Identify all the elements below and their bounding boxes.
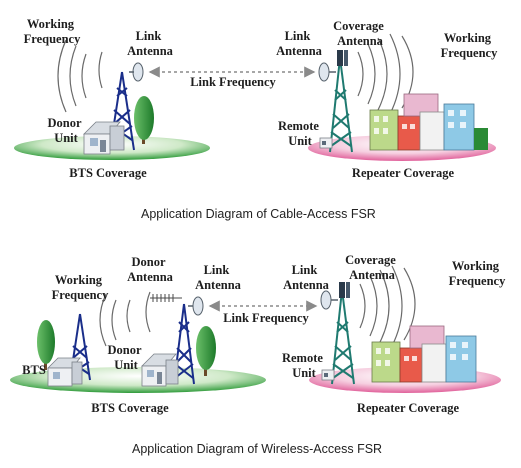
working-frequency-waves-right bbox=[359, 265, 416, 347]
label-bts-coverage: BTS Coverage bbox=[91, 401, 169, 415]
donor-unit-building bbox=[141, 353, 179, 387]
label-working-frequency-right: Working Frequency bbox=[449, 259, 506, 288]
coverage-antenna-panel bbox=[337, 50, 348, 66]
tree-left bbox=[134, 96, 154, 144]
link-antenna-dish-right bbox=[318, 62, 336, 82]
label-working-frequency-left: Working Frequency bbox=[52, 273, 109, 302]
label-repeater-coverage: Repeater Coverage bbox=[352, 166, 455, 180]
caption-wireless-access: Application Diagram of Wireless-Access F… bbox=[132, 442, 383, 456]
tree-left bbox=[37, 320, 55, 370]
wireless-access-diagram: Working Frequency Donor Antenna Link Ant… bbox=[10, 253, 506, 415]
remote-unit-box bbox=[321, 369, 335, 381]
label-link-frequency: Link Frequency bbox=[190, 75, 276, 89]
label-working-frequency-left: Working Frequency bbox=[24, 17, 81, 46]
donor-antenna-yagi bbox=[150, 294, 182, 302]
remote-unit-box bbox=[319, 137, 333, 149]
label-link-antenna-right: Link Antenna bbox=[283, 263, 330, 292]
label-link-antenna-right: Link Antenna bbox=[276, 29, 323, 58]
label-link-frequency: Link Frequency bbox=[223, 311, 309, 325]
label-remote-unit: Remote Unit bbox=[282, 351, 326, 380]
cable-access-diagram: Working Frequency Link Antenna Donor Uni… bbox=[14, 17, 498, 180]
label-link-antenna-left: Link Antenna bbox=[195, 263, 242, 292]
link-antenna-dish-right bbox=[320, 290, 338, 310]
repeater-city-buildings bbox=[371, 325, 477, 383]
working-frequency-waves-right bbox=[357, 33, 414, 115]
label-bts-coverage: BTS Coverage bbox=[69, 166, 147, 180]
label-donor-antenna: Donor Antenna bbox=[127, 255, 174, 284]
coverage-antenna-panel bbox=[339, 282, 350, 298]
tree-donor bbox=[196, 326, 216, 376]
donor-unit-building bbox=[83, 121, 125, 155]
label-donor-unit: Donor Unit bbox=[108, 343, 145, 372]
link-antenna-dish-left bbox=[188, 296, 204, 316]
label-working-frequency-right: Working Frequency bbox=[441, 31, 498, 60]
repeater-tower bbox=[329, 57, 353, 153]
repeater-tower bbox=[331, 289, 355, 385]
label-coverage-antenna: Coverage Antenna bbox=[333, 19, 387, 48]
link-antenna-dish-left bbox=[129, 62, 144, 82]
bts-building bbox=[47, 357, 83, 387]
label-link-antenna-left: Link Antenna bbox=[127, 29, 174, 58]
caption-cable-access: Application Diagram of Cable-Access FSR bbox=[141, 207, 376, 221]
label-coverage-antenna: Coverage Antenna bbox=[345, 253, 399, 282]
label-repeater-coverage: Repeater Coverage bbox=[357, 401, 460, 415]
label-bts: BTS bbox=[22, 363, 46, 377]
working-frequency-waves-left bbox=[99, 291, 151, 347]
label-donor-unit: Donor Unit bbox=[48, 116, 85, 145]
label-remote-unit: Remote Unit bbox=[278, 119, 322, 148]
repeater-city-buildings bbox=[369, 93, 488, 151]
working-frequency-waves-left bbox=[57, 39, 103, 113]
